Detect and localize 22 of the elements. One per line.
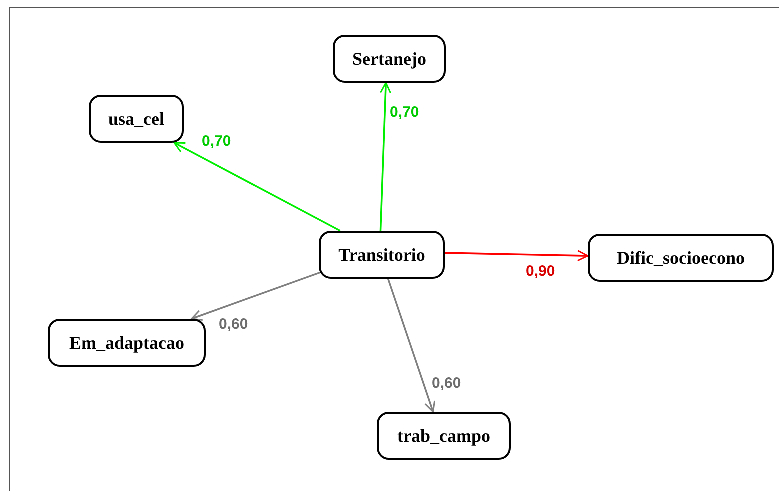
edge-label: 0,90 bbox=[526, 262, 556, 282]
node-label: trab_campo bbox=[398, 424, 490, 448]
node-label: Dific_socioecono bbox=[617, 246, 745, 270]
node-box bbox=[89, 95, 184, 143]
edge-label: 0,60 bbox=[432, 374, 462, 394]
node-box bbox=[319, 231, 445, 279]
node-label: Em_adaptacao bbox=[69, 332, 184, 354]
node-label: Transitorio bbox=[338, 244, 426, 266]
arrow bbox=[387, 278, 436, 413]
node-box bbox=[48, 319, 206, 367]
arrow bbox=[191, 270, 324, 322]
node-box bbox=[588, 234, 774, 282]
node-box bbox=[333, 35, 446, 83]
arrow bbox=[380, 82, 392, 232]
node-label: Sertanejo bbox=[352, 48, 426, 70]
edge-label: 0,70 bbox=[390, 103, 420, 123]
edge-label: 0,60 bbox=[219, 315, 248, 335]
node-box bbox=[377, 412, 511, 460]
edge-label: 0,70 bbox=[202, 132, 232, 152]
arrow bbox=[174, 142, 341, 232]
node-label: usa_cel bbox=[108, 108, 164, 130]
arrow bbox=[444, 250, 589, 262]
